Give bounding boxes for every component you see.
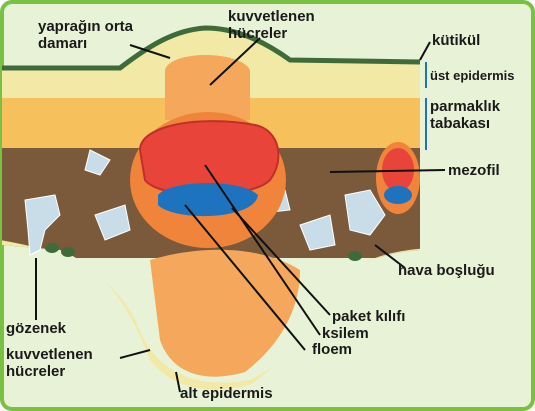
label-supporting-cells-top: kuvvetlenen hücreler [228, 8, 315, 42]
label-phloem: floem [312, 341, 352, 358]
label-midrib-line1: yaprağın orta [38, 18, 133, 35]
label-supporting-top-line2: hücreler [228, 25, 315, 42]
label-mesophyll: mezofil [448, 162, 500, 179]
guard-cell [348, 251, 362, 261]
small-phloem [384, 186, 412, 204]
label-supporting-bottom-line2: hücreler [6, 363, 93, 380]
label-cuticle: kütikül [432, 32, 480, 49]
supporting-cells-top [165, 55, 250, 120]
label-xylem: ksilem [322, 325, 369, 342]
guard-cell [61, 247, 75, 257]
label-stoma: gözenek [6, 320, 66, 337]
label-supporting-cells-bottom: kuvvetlenen hücreler [6, 346, 93, 380]
label-palisade-line1: parmaklık [430, 98, 500, 115]
label-air-space: hava boşluğu [398, 262, 495, 279]
label-supporting-bottom-line1: kuvvetlenen [6, 346, 93, 363]
label-upper-epidermis: üst epidermis [430, 68, 515, 83]
label-palisade: parmaklık tabakası [430, 98, 500, 132]
label-midrib-line2: damarı [38, 35, 133, 52]
guard-cell [45, 243, 59, 253]
label-midrib: yaprağın orta damarı [38, 18, 133, 52]
label-bundle-sheath: paket kılıfı [332, 308, 405, 325]
label-supporting-top-line1: kuvvetlenen [228, 8, 315, 25]
label-lower-epidermis: alt epidermis [180, 385, 273, 402]
label-palisade-line2: tabakası [430, 115, 500, 132]
